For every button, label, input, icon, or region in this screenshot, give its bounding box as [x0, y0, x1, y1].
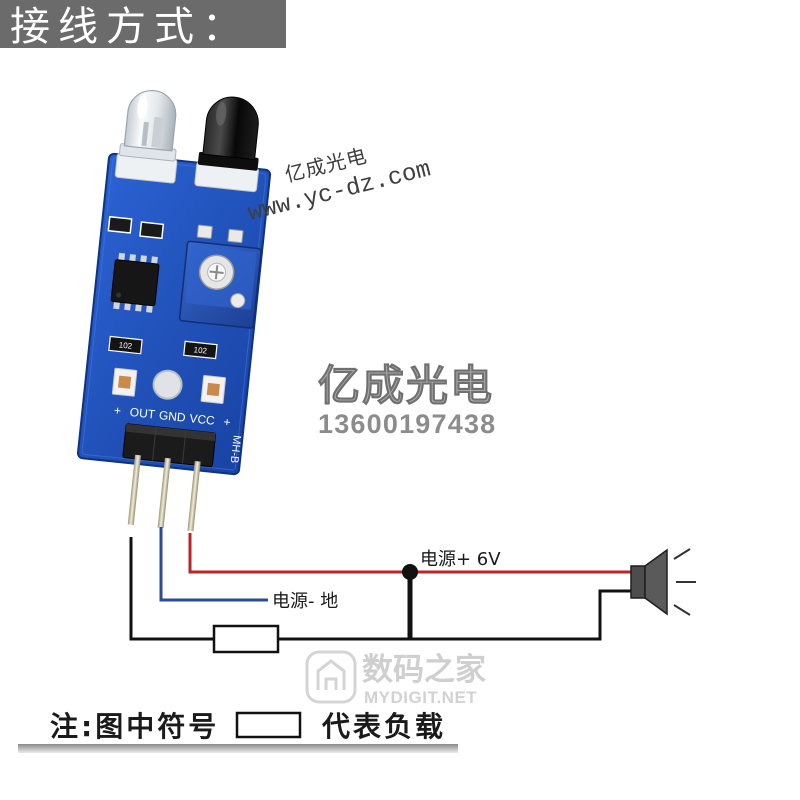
pin-header [122, 423, 217, 532]
gnd-wire-label: 电源- 地 [272, 591, 338, 612]
smd-capacitor-2 [227, 228, 244, 244]
site-logo: 数码之家 MYDIGIT.NET [305, 650, 486, 707]
chip-pin [118, 252, 126, 262]
smd-resistor-102-right: 102 [183, 340, 218, 360]
emitter-die-frame [151, 116, 164, 148]
ir-emitter-led [114, 89, 178, 184]
header-divider [152, 426, 157, 461]
smd-resistor-1 [107, 215, 133, 234]
pin-vcc [187, 460, 201, 532]
out-wire-return [278, 589, 632, 641]
chip-pin [129, 254, 136, 263]
pin-out [127, 454, 142, 525]
silk-plus-left: + [113, 403, 121, 418]
note-underline-shadow [18, 744, 458, 753]
pot-adjust-slot-icon [209, 265, 224, 280]
receiver-highlight [216, 101, 227, 126]
smd-capacitor-1 [196, 224, 213, 239]
smd-resistor-102-left: 102 [108, 335, 143, 355]
chip-pin [140, 255, 147, 264]
pot-terminal [230, 293, 246, 309]
speaker-icon [630, 548, 696, 616]
trim-potentiometer [178, 240, 262, 329]
vcc-wire-label: 电源+ 6V [420, 549, 501, 570]
led-chip [206, 382, 220, 397]
power-indicator-led [200, 375, 227, 405]
resistor-body [183, 340, 218, 360]
load-symbol-box [212, 624, 280, 654]
comparator-chip [110, 252, 160, 313]
receiver-dome [202, 96, 259, 161]
wiring: 电源- 地 电源+ 6V [129, 527, 696, 654]
legend-note: 注:图中符号 代表负载 [18, 710, 458, 753]
site-logo-name: 数码之家 [362, 652, 486, 688]
mounting-hole [152, 369, 183, 400]
note-load-symbol [235, 711, 302, 739]
chip-pin [146, 304, 153, 313]
resistor-body [108, 335, 143, 355]
ir-sensor-module: 102 102 + OUT GND VCC + MH-B [76, 89, 272, 532]
chip-pin [135, 302, 142, 312]
speaker-magnet [630, 565, 646, 599]
chip-pin1-dot [116, 292, 122, 298]
vcc-wire [188, 533, 632, 574]
module-model-label: MH-B [228, 435, 243, 464]
chip-pin [151, 256, 158, 265]
site-logo-domain: MYDIGIT.NET [364, 688, 477, 707]
chip-pin [113, 300, 121, 310]
silk-plus-right: + [223, 415, 231, 430]
chip-pin [124, 301, 131, 311]
silk-pin-label-gnd: GND [158, 408, 186, 425]
led-chip [118, 375, 132, 389]
note-prefix: 注:图中符号 [50, 710, 219, 743]
emitter-dome [123, 89, 177, 152]
obstacle-indicator-led [111, 367, 138, 397]
emitter-highlight [137, 95, 148, 120]
emitter-lead-frame [141, 121, 149, 147]
out-wire-segment [129, 537, 214, 641]
silk-pin-label-vcc: VCC [189, 411, 216, 428]
house-logo-icon [305, 650, 357, 704]
resistor-code: 102 [118, 340, 133, 350]
watermark-phone: 13600197438 [318, 409, 496, 439]
ir-receiver-led [194, 96, 259, 193]
gnd-wire [159, 527, 268, 602]
header-top-face [125, 423, 216, 441]
header-background [0, 0, 286, 48]
house-logo-roof [316, 659, 346, 690]
resistor-code: 102 [193, 345, 208, 355]
watermark-brand-large: 亿成光电 [318, 361, 494, 410]
header-banner: 接线方式： [0, 0, 286, 50]
header-divider [181, 429, 187, 464]
sound-wave-icon [673, 548, 696, 616]
junction-dot [402, 564, 418, 580]
smd-resistor-2 [139, 221, 165, 240]
header-title: 接线方式： [10, 4, 250, 50]
pin-gnd [157, 457, 171, 529]
chip-body [110, 259, 160, 307]
speaker-cone [644, 548, 668, 616]
note-suffix: 代表负载 [321, 710, 446, 743]
silk-pin-label-out: OUT [129, 405, 156, 422]
